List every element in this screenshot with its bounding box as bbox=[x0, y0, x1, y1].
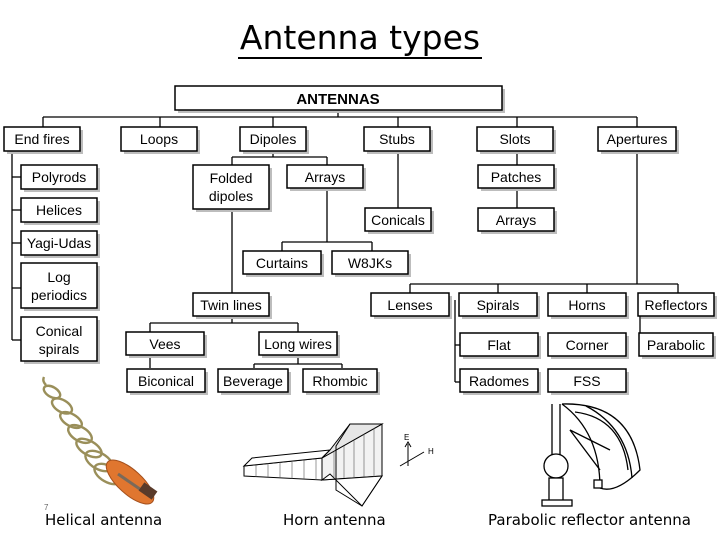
node-label: Folded bbox=[210, 170, 253, 186]
page-number: 7 bbox=[44, 503, 49, 512]
node-reflectors: Reflectors bbox=[637, 292, 717, 319]
node-vees: Vees bbox=[125, 331, 207, 358]
node-end-fires: End fires bbox=[3, 126, 83, 154]
node-label: Flat bbox=[487, 337, 510, 353]
node-label: Conicals bbox=[371, 212, 425, 228]
node-label: Slots bbox=[499, 131, 530, 147]
node-label: Radomes bbox=[469, 373, 529, 389]
horn-field-axes bbox=[399, 441, 425, 467]
node-label: End fires bbox=[14, 131, 69, 147]
node-label: Curtains bbox=[256, 255, 308, 271]
horn-antenna-illustration bbox=[242, 423, 384, 507]
node-label: Dipoles bbox=[250, 131, 297, 147]
slide-title: Antenna types bbox=[237, 18, 483, 59]
node-biconical: Biconical bbox=[126, 368, 208, 395]
node-log-periodics: Log periodics bbox=[20, 262, 100, 311]
node-label: Arrays bbox=[496, 212, 536, 228]
node-label: Rhombic bbox=[312, 373, 367, 389]
node-parabolic: Parabolic bbox=[638, 332, 716, 359]
node-corner: Corner bbox=[547, 332, 629, 359]
node-stubs: Stubs bbox=[363, 126, 433, 154]
node-label: Yagi-Udas bbox=[27, 235, 91, 251]
node-arrays-dipoles: Arrays bbox=[286, 164, 366, 191]
node-label: spirals bbox=[39, 341, 79, 357]
node-label: Long wires bbox=[264, 336, 332, 352]
node-label: Spirals bbox=[477, 297, 520, 313]
node-patches: Patches bbox=[477, 164, 557, 191]
node-label: Lenses bbox=[387, 297, 432, 313]
node-w8jks: W8JKs bbox=[331, 250, 411, 277]
node-label: dipoles bbox=[209, 188, 253, 204]
node-conicals: Conicals bbox=[364, 207, 434, 234]
node-polyrods: Polyrods bbox=[20, 164, 100, 192]
node-label: ANTENNAS bbox=[296, 91, 379, 108]
connector-lines bbox=[11, 110, 679, 383]
node-dipoles: Dipoles bbox=[239, 126, 309, 154]
node-label: Conical bbox=[36, 323, 83, 339]
node-lenses: Lenses bbox=[370, 292, 452, 319]
node-label: Parabolic bbox=[647, 337, 705, 353]
node-label: Log bbox=[47, 269, 70, 285]
node-label: Corner bbox=[566, 337, 609, 353]
node-flat: Flat bbox=[459, 332, 541, 359]
node-label: FSS bbox=[573, 373, 600, 389]
node-label: Twin lines bbox=[200, 297, 261, 313]
node-conical-spirals: Conical spirals bbox=[20, 316, 100, 364]
caption-horn: Horn antenna bbox=[283, 511, 386, 529]
node-label: Helices bbox=[36, 202, 82, 218]
node-label: Biconical bbox=[138, 373, 194, 389]
node-label: Arrays bbox=[305, 169, 345, 185]
node-curtains: Curtains bbox=[242, 250, 324, 277]
node-label: Polyrods bbox=[32, 169, 86, 185]
node-rhombic: Rhombic bbox=[302, 368, 380, 395]
node-label: Patches bbox=[491, 169, 542, 185]
node-label: W8JKs bbox=[348, 255, 392, 271]
node-twin-lines: Twin lines bbox=[192, 292, 272, 319]
node-label: Horns bbox=[568, 297, 605, 313]
node-helices: Helices bbox=[20, 197, 100, 225]
node-label: Apertures bbox=[607, 131, 668, 147]
caption-helical: Helical antenna bbox=[45, 511, 163, 529]
node-radomes: Radomes bbox=[459, 368, 541, 395]
node-slots: Slots bbox=[476, 126, 556, 154]
node-apertures: Apertures bbox=[597, 126, 679, 154]
caption-parabolic: Parabolic reflector antenna bbox=[488, 511, 691, 529]
node-fss: FSS bbox=[547, 368, 629, 395]
node-long-wires: Long wires bbox=[258, 331, 340, 358]
node-horns: Horns bbox=[547, 292, 629, 319]
node-antennas-root: ANTENNAS bbox=[174, 85, 505, 113]
node-label: Vees bbox=[149, 336, 180, 352]
e-axis-label: E bbox=[404, 433, 409, 442]
node-label: periodics bbox=[31, 287, 87, 303]
node-label: Stubs bbox=[379, 131, 415, 147]
node-arrays-slots: Arrays bbox=[477, 207, 557, 234]
parabolic-antenna-illustration bbox=[541, 403, 641, 507]
node-label: Reflectors bbox=[644, 297, 707, 313]
helical-antenna-illustration bbox=[42, 376, 158, 505]
node-folded-dipoles: Folded dipoles bbox=[192, 164, 272, 212]
node-spirals: Spirals bbox=[458, 292, 540, 319]
node-beverage: Beverage bbox=[217, 368, 291, 395]
node-yagi-udas: Yagi-Udas bbox=[20, 230, 100, 258]
h-axis-label: H bbox=[428, 447, 434, 456]
node-label: Beverage bbox=[223, 373, 283, 389]
node-label: Loops bbox=[140, 131, 178, 147]
node-loops: Loops bbox=[120, 126, 200, 154]
